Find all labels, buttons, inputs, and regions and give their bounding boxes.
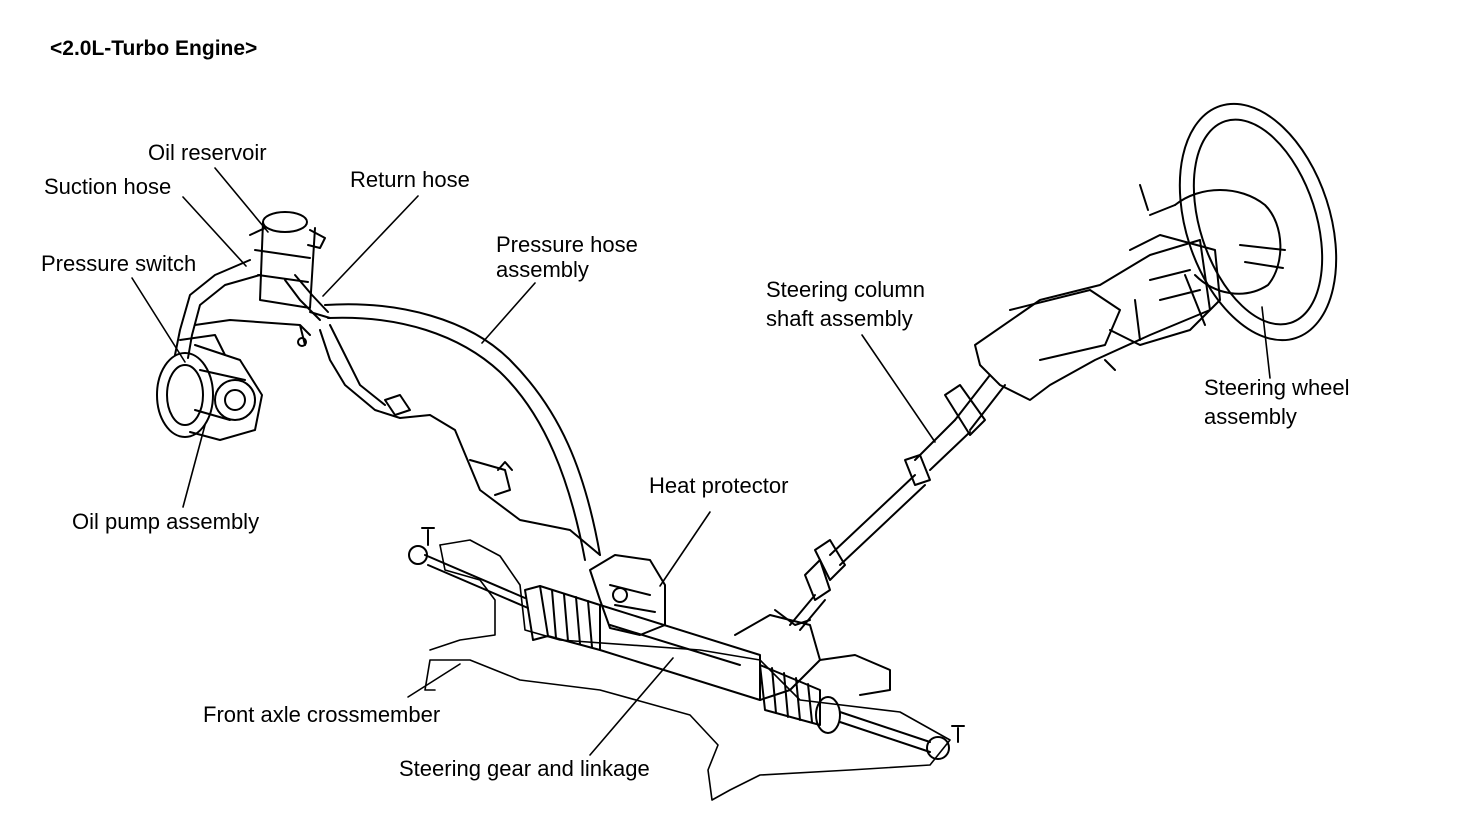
label-steering-gear: Steering gear and linkage <box>399 756 650 781</box>
label-oil-reservoir: Oil reservoir <box>148 140 267 165</box>
label-oil-pump: Oil pump assembly <box>72 509 260 534</box>
steering-wheel-drawing <box>1139 102 1338 342</box>
label-suction-hose: Suction hose <box>44 174 172 199</box>
steering-column-drawing <box>789 234 1221 631</box>
label-front-axle-crossmember: Front axle crossmember <box>203 702 441 727</box>
oil-reservoir-drawing <box>174 211 331 359</box>
hoses-drawing <box>319 303 601 561</box>
front-axle-crossmember-drawing <box>424 539 951 801</box>
diagram-title: <2.0L-Turbo Engine> <box>50 37 258 60</box>
label-steering-wheel-line2: assembly <box>1204 404 1297 429</box>
label-pressure-switch: Pressure switch <box>41 251 197 276</box>
label-heat-protector: Heat protector <box>649 473 789 498</box>
label-steering-wheel-line1: Steering wheel <box>1204 375 1350 400</box>
label-steering-column-line1: Steering column <box>766 277 925 302</box>
oil-pump-drawing <box>156 334 263 441</box>
label-steering-column-line2: shaft assembly <box>766 306 913 331</box>
steering-gear-drawing <box>408 527 965 760</box>
label-return-hose: Return hose <box>350 167 470 192</box>
leader-lines <box>131 167 1271 756</box>
label-pressure-hose-line2: assembly <box>496 257 589 282</box>
label-pressure-hose-line1: Pressure hose <box>496 232 638 257</box>
